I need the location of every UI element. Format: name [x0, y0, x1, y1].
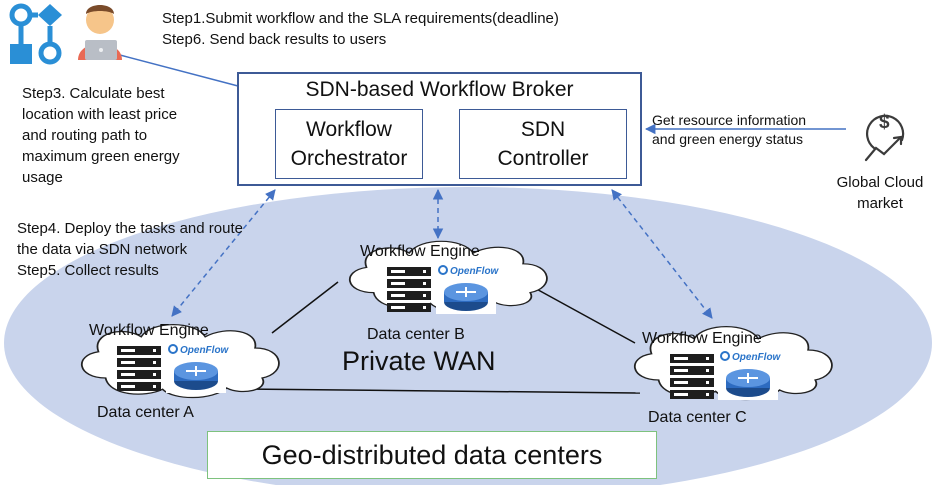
workflow-engine-label-a: Workflow Engine: [89, 322, 209, 339]
openflow-logo-icon: [720, 351, 730, 361]
workflow-orchestrator-box: Workflow Orchestrator: [275, 109, 423, 179]
arrow-user-to-broker: [119, 54, 239, 87]
dollar-growth-icon: [864, 114, 905, 162]
broker-title: SDN-based Workflow Broker: [305, 78, 574, 101]
market-info-text: Get resource information and green energ…: [652, 112, 807, 147]
server-rack-icon-a: [117, 346, 161, 391]
router-icon: [174, 362, 218, 390]
link-b-c: [530, 285, 636, 344]
link-a-b: [271, 281, 339, 334]
geo-distributed-label-box: Geo-distributed data centers: [207, 431, 657, 479]
server-rack-icon-c: [670, 354, 714, 399]
sdn-workflow-broker: SDN-based Workflow Broker Workflow Orche…: [237, 72, 642, 186]
user-laptop-icon: [78, 5, 122, 60]
openflow-switch-b: OpenFlow: [436, 265, 498, 314]
private-wan-label: Private WAN: [342, 346, 496, 376]
data-center-a-label: Data center A: [97, 404, 194, 421]
dollar-sign-glyph: $: [879, 112, 890, 133]
workflow-icon: [9, 3, 62, 65]
step4-text-line2: the data via SDN network: [17, 241, 188, 258]
server-rack-icon-b: [387, 267, 431, 312]
steps-user-text: Step1.Submit workflow and the SLA requir…: [162, 8, 559, 50]
workflow-engine-label-b: Workflow Engine: [360, 243, 480, 260]
router-icon: [726, 369, 770, 397]
openflow-switch-a: OpenFlow: [166, 344, 228, 393]
dashed-arrow-broker-c: [611, 189, 713, 319]
openflow-logo-icon: [168, 344, 178, 354]
data-center-b-label: Data center B: [367, 326, 465, 343]
step4-5-text: Step4. Deploy the tasks and route the da…: [17, 218, 243, 281]
step3-text: Step3. Calculate best location with leas…: [22, 85, 180, 186]
step4-text-line1: Step4. Deploy the tasks and route: [17, 220, 243, 237]
step6-text: Step6. Send back results to users: [162, 31, 387, 48]
step1-text: Step1.Submit workflow and the SLA requir…: [162, 10, 559, 27]
sdn-controller-box: SDN Controller: [459, 109, 627, 179]
data-center-c-label: Data center C: [648, 409, 747, 426]
link-a-c: [237, 388, 641, 394]
router-icon: [444, 283, 488, 311]
openflow-logo-icon: [438, 265, 448, 275]
dashed-arrow-broker-a: [171, 189, 276, 317]
global-cloud-market-label: Global Cloud market: [836, 174, 924, 212]
geo-distributed-label: Geo-distributed data centers: [261, 439, 603, 470]
workflow-engine-label-c: Workflow Engine: [642, 330, 762, 347]
openflow-switch-c: OpenFlow: [718, 351, 780, 400]
step5-text: Step5. Collect results: [17, 262, 159, 279]
